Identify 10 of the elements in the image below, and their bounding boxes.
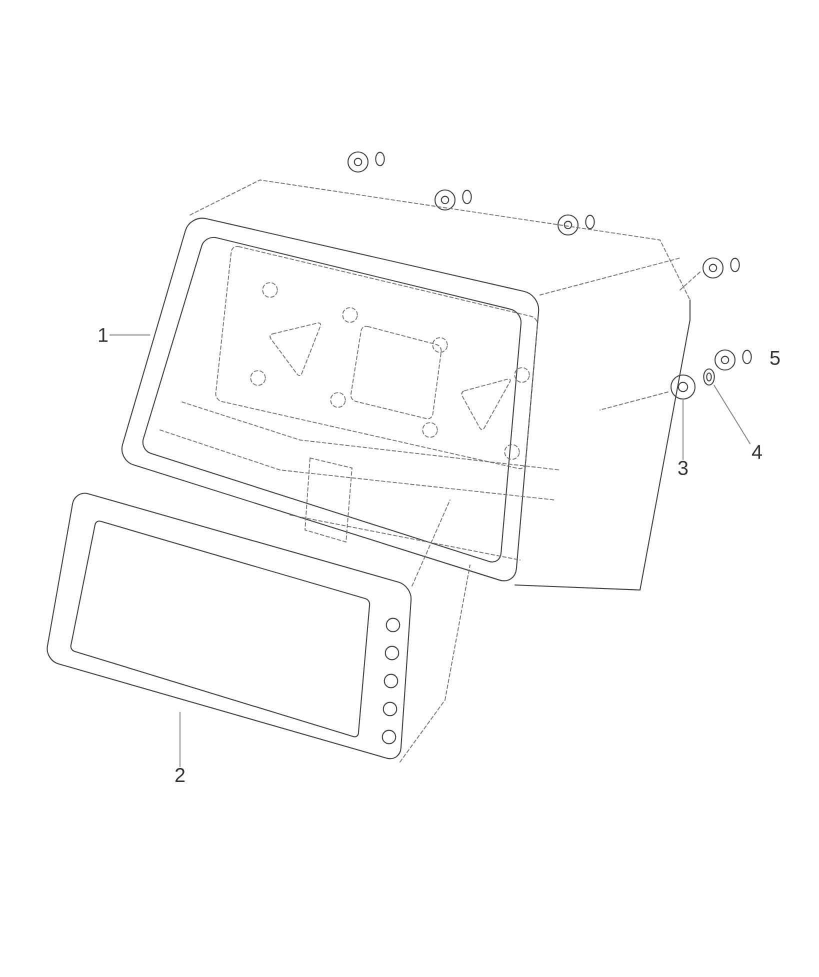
callout-number: 1 [99, 328, 108, 342]
display-panel-drawing [46, 492, 412, 760]
leader-line [714, 384, 751, 444]
housing-drawing [121, 180, 700, 762]
callout-number: 4 [752, 445, 762, 459]
callout-number: 2 [175, 768, 185, 782]
leader-line [109, 334, 150, 336]
callout-number: 5 [770, 351, 780, 365]
leader-line [682, 400, 684, 460]
washer-drawing [703, 368, 715, 386]
